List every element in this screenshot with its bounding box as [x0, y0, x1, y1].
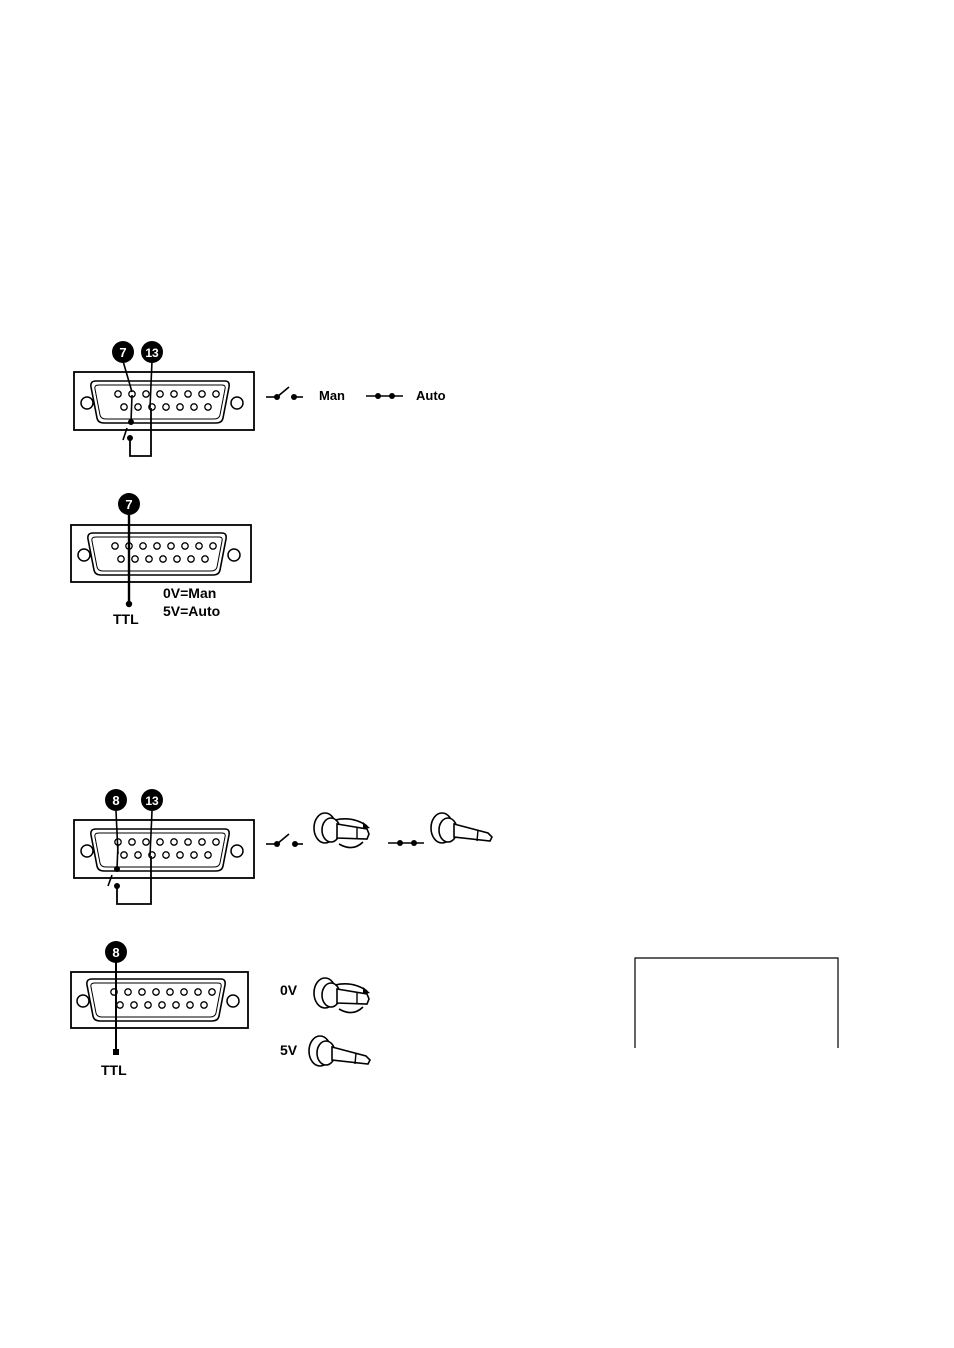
- pin-badge-7: 7: [112, 341, 134, 363]
- diagram-pin8-13-switch: 8 13: [73, 789, 493, 905]
- empty-box-outline: [634, 957, 839, 1048]
- switch-open-icon: [266, 386, 303, 400]
- pin-badge-7: 7: [118, 493, 140, 515]
- label-auto: Auto: [416, 388, 446, 403]
- switch-open-icon: [266, 833, 303, 847]
- pin-badge-8: 8: [105, 941, 127, 963]
- label-man: Man: [319, 388, 345, 403]
- pin-badge-13: 13: [141, 341, 163, 363]
- switch-closed-icon: [366, 393, 403, 399]
- level-low-label: 0V: [280, 982, 298, 998]
- pin-badge-8: 8: [105, 789, 127, 811]
- svg-text:13: 13: [145, 794, 159, 808]
- svg-text:7: 7: [119, 345, 126, 360]
- pin-badge-13: 13: [141, 789, 163, 811]
- db15-connector: [80, 380, 244, 424]
- plug-straight-icon: [308, 1035, 371, 1067]
- db15-connector: [76, 978, 240, 1022]
- level-low-label: 0V=Man: [163, 585, 216, 601]
- switch-closed-icon: [388, 840, 424, 846]
- plug-rotating-icon: [313, 812, 371, 849]
- ttl-label: TTL: [113, 611, 139, 627]
- level-high-label: 5V=Auto: [163, 603, 220, 619]
- svg-text:7: 7: [125, 497, 132, 512]
- ttl-label: TTL: [101, 1062, 127, 1078]
- diagram-pin8-ttl: 8 TTL 0V 5V: [70, 941, 371, 1078]
- db15-connector: [77, 532, 241, 576]
- diagram-pin7-13-switch: 7 13 Man Auto: [73, 341, 446, 457]
- plug-rotating-icon: [313, 977, 371, 1014]
- plug-straight-icon: [430, 812, 493, 844]
- level-high-label: 5V: [280, 1042, 298, 1058]
- svg-text:8: 8: [112, 793, 119, 808]
- db15-connector: [80, 828, 244, 872]
- svg-text:8: 8: [112, 945, 119, 960]
- svg-text:13: 13: [145, 346, 159, 360]
- diagram-pin7-ttl: 7 TTL 0V=Man 5V=Auto: [70, 493, 252, 627]
